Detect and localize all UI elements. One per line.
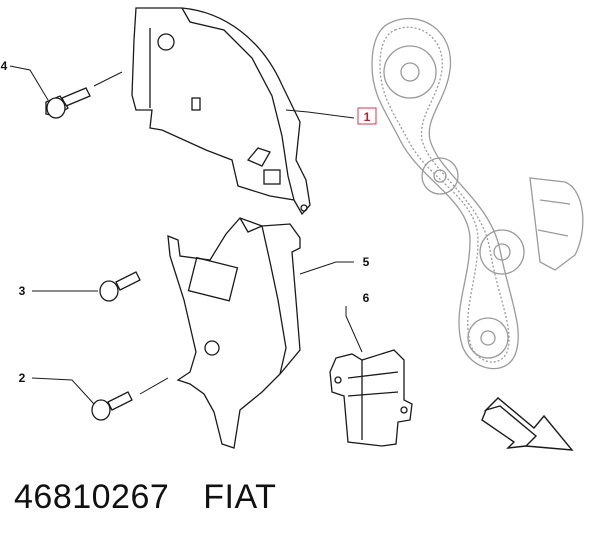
bolt-part-2: [91, 391, 133, 421]
bolt-part-4: [45, 87, 91, 119]
direction-arrow-icon: [481, 397, 574, 451]
bolt-part-3: [99, 271, 141, 302]
lower-timing-cover: [167, 217, 301, 449]
bracket-part: [329, 349, 413, 447]
callout-5: 5: [363, 255, 370, 269]
callout-3: 3: [19, 284, 26, 298]
callout-6: 6: [363, 291, 370, 305]
callout-2: 2: [19, 371, 26, 385]
part-caption: 46810267 FIAT: [14, 478, 276, 517]
callout-4: 4: [1, 59, 8, 73]
callout-1: 1: [364, 110, 371, 124]
brand-name: FIAT: [203, 478, 277, 516]
callout-1-box: [357, 107, 377, 125]
timing-belt-assembly: [371, 17, 584, 370]
leader-lines: [9, 65, 363, 405]
upper-timing-cover: [131, 7, 311, 216]
part-number: 46810267: [14, 478, 170, 516]
